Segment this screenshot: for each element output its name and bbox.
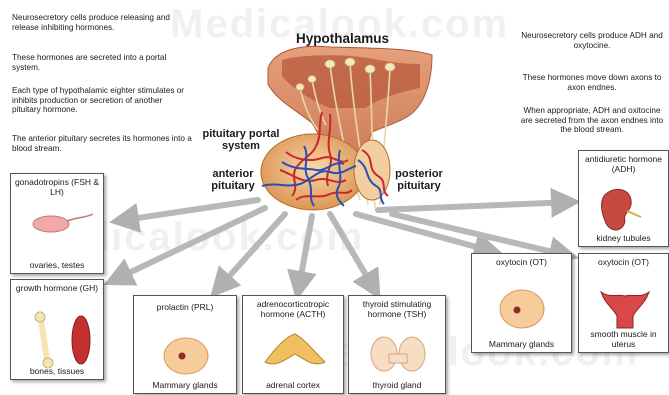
box-foot: bones, tissues <box>11 366 103 376</box>
box-growth-hormone: growth hormone (GH) bones, tissues <box>10 279 104 380</box>
box-foot: Mammary glands <box>134 380 236 390</box>
diagram-title: Hypothalamus <box>296 31 389 46</box>
box-foot: adrenal cortex <box>243 380 343 390</box>
box-foot: kidney tubules <box>579 233 668 243</box>
note-right-2: These hormones move down axons to axon e… <box>517 73 667 92</box>
box-foot: smooth muscle in uterus <box>579 329 668 349</box>
label-posterior-pituitary: posterior pituitary <box>384 168 454 192</box>
note-left-4: The anterior pituitary secretes its horm… <box>12 134 192 153</box>
box-foot: thyroid gland <box>349 380 445 390</box>
note-left-2: These hormones are secreted into a porta… <box>12 53 192 72</box>
box-adh: antidiuretic hormone (ADH) kidney tubule… <box>578 150 669 247</box>
box-oxytocin-uterus: oxytocin (OT) smooth muscle in uterus <box>578 253 669 353</box>
box-prolactin: prolactin (PRL) Mammary glands <box>133 295 237 394</box>
note-right-1: Neurosecretory cells produce ADH and oxy… <box>517 31 667 50</box>
box-foot: ovaries, testes <box>11 260 103 270</box>
box-gonadotropins: gonadotropins (FSH & LH) ovaries, testes <box>10 173 104 274</box>
box-tsh: thyroid stimulating hormone (TSH) thyroi… <box>348 295 446 394</box>
note-right-3: When appropriate, ADH and oxitocine are … <box>517 106 667 135</box>
box-acth: adrenocorticotropic hormone (ACTH) adren… <box>242 295 344 394</box>
box-oxytocin-mammary: oxytocin (OT) Mammary glands <box>471 253 572 353</box>
label-portal-system: pituitary portal system <box>196 128 286 152</box>
box-foot: Mammary glands <box>472 339 571 349</box>
label-anterior-pituitary: anterior pituitary <box>198 168 268 192</box>
note-left-1: Neurosecretory cells produce releasing a… <box>12 13 192 32</box>
note-left-3: Each type of hypothalamic eighter stimul… <box>12 86 192 115</box>
